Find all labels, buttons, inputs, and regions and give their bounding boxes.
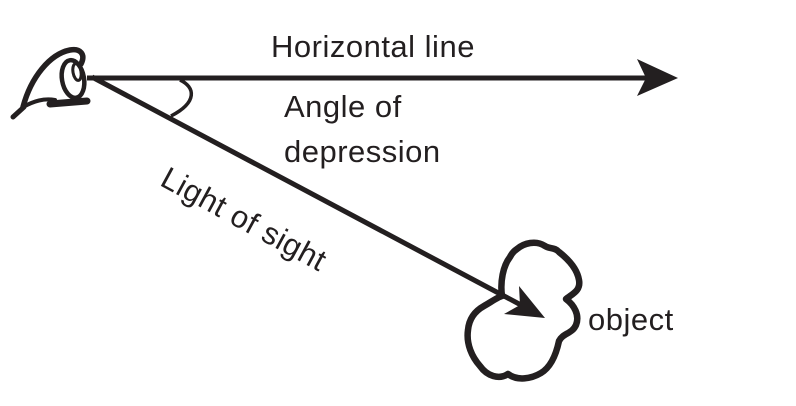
horizontal-line-arrow — [87, 59, 678, 96]
horizontal-line-label: Horizontal line — [271, 29, 475, 64]
horizontal-arrowhead-icon — [637, 59, 678, 96]
angle-label-line1: Angle of — [284, 89, 402, 124]
line-of-sight-arrow — [90, 74, 545, 318]
line-of-sight-shaft — [90, 74, 523, 308]
eye-icon — [10, 46, 91, 120]
object-blob — [464, 239, 583, 382]
eye-upper-lid — [20, 46, 86, 110]
eye-iris — [59, 57, 87, 101]
eye-lower-bar — [46, 97, 91, 108]
eye-tail — [10, 104, 27, 120]
object-label: object — [588, 302, 674, 337]
angle-arc — [170, 78, 193, 118]
eye-pupil — [71, 62, 83, 82]
angle-label-line2: depression — [284, 134, 441, 169]
angle-of-depression-label: Angle of depression — [284, 84, 441, 174]
sight-arrowhead-icon — [504, 286, 545, 318]
